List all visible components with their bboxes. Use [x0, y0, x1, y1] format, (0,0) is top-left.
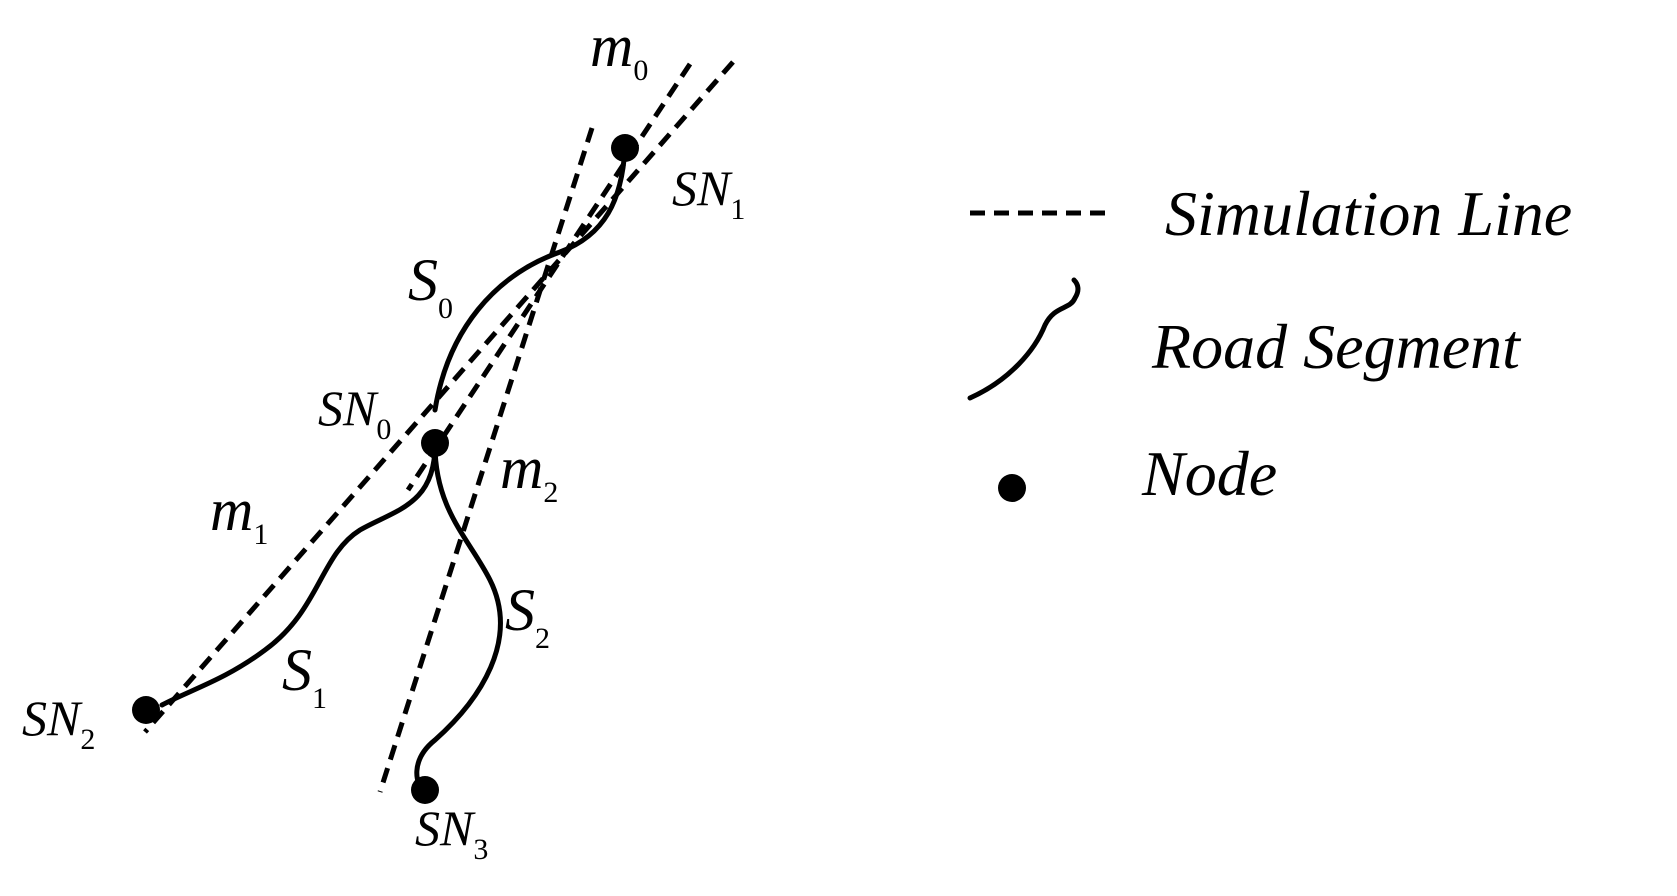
legend-road-segment-swatch: [967, 277, 1081, 401]
legend-road-segment-label: Road Segment: [1151, 311, 1522, 382]
label-m1: m1: [210, 477, 268, 551]
simulation-line-m0-inner: [405, 62, 693, 492]
label-s1: S1: [282, 637, 327, 715]
label-sn0: SN0: [318, 380, 391, 446]
road-segment-s2: [414, 442, 503, 795]
label-s0: S0: [408, 247, 453, 325]
legend: Simulation Line Road Segment Node: [967, 178, 1572, 509]
label-sn2: SN2: [22, 690, 95, 756]
road-segment-s1: [159, 442, 438, 708]
legend-node-label: Node: [1141, 438, 1277, 509]
node-sn3: [411, 776, 439, 804]
simulation-line-m2: [377, 127, 595, 793]
node-sn2: [132, 696, 160, 724]
node-sn1: [611, 134, 639, 162]
label-sn3: SN3: [415, 800, 488, 866]
label-sn1: SN1: [672, 160, 745, 226]
label-s2: S2: [505, 577, 550, 655]
legend-node-swatch: [998, 474, 1026, 502]
node-sn0: [421, 429, 449, 457]
road-segment-s0: [432, 145, 628, 413]
label-m0: m0: [590, 13, 648, 87]
label-m2: m2: [500, 435, 558, 509]
legend-simulation-line-label: Simulation Line: [1165, 178, 1572, 249]
